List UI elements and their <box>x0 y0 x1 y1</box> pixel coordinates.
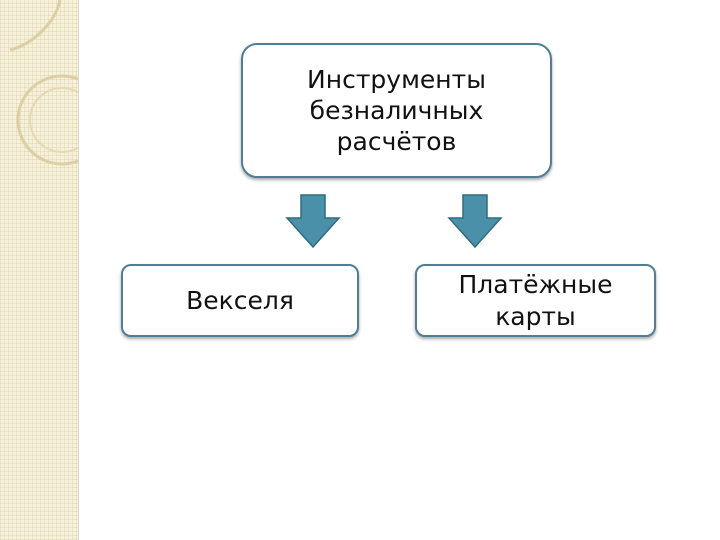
decorative-side-strip <box>0 0 79 540</box>
decorative-swirl-icon <box>9 0 78 166</box>
root-node: Инструменты безналичных расчётов <box>241 43 552 178</box>
child-node-label: Векселя <box>186 285 294 315</box>
child-node-payment-cards: Платёжные карты <box>415 264 656 337</box>
child-node-bills: Векселя <box>121 264 359 337</box>
down-arrow-icon <box>285 194 341 249</box>
root-node-label: Инструменты безналичных расчётов <box>307 64 486 157</box>
down-arrow-icon <box>447 194 503 249</box>
child-node-label: Платёжные карты <box>458 270 613 331</box>
